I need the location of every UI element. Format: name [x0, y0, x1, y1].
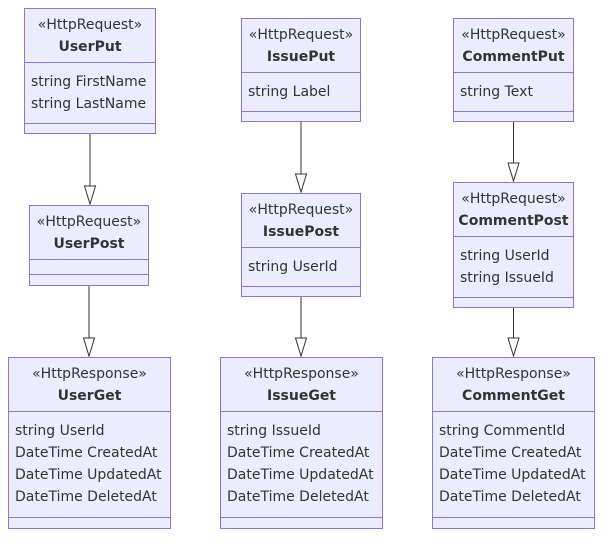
- attribute: string IssueId: [460, 270, 554, 286]
- class-box-issuepost: «HttpRequest» IssuePost string UserId: [241, 193, 361, 297]
- class-header: «HttpRequest» CommentPut: [454, 19, 573, 73]
- class-stereotype: «HttpRequest»: [461, 191, 566, 207]
- class-box-issueget: «HttpResponse» IssueGet string IssueId D…: [220, 357, 383, 529]
- class-header: «HttpResponse» CommentGet: [433, 358, 594, 412]
- attribute: DateTime DeletedAt: [15, 489, 157, 505]
- class-stereotype: «HttpRequest»: [37, 17, 143, 33]
- class-attributes: string Label: [242, 73, 360, 112]
- class-stereotype: «HttpRequest»: [248, 202, 354, 218]
- class-header: «HttpRequest» UserPost: [30, 206, 148, 260]
- class-attributes: string UserId DateTime CreatedAt DateTim…: [9, 412, 170, 518]
- inheritance-arrowhead: [294, 337, 308, 358]
- class-attributes: string UserId string IssueId: [454, 237, 573, 298]
- class-stereotype: «HttpResponse»: [456, 366, 571, 382]
- attribute: string LastName: [31, 96, 147, 112]
- class-attributes: string IssueId DateTime CreatedAt DateTi…: [221, 412, 382, 518]
- inheritance-arrowhead: [507, 337, 520, 358]
- class-box-userput: «HttpRequest» UserPut string FirstName s…: [24, 8, 156, 134]
- class-stereotype: «HttpResponse»: [32, 366, 147, 382]
- attribute: string FirstName: [31, 74, 147, 90]
- attribute: DateTime CreatedAt: [15, 445, 158, 461]
- inheritance-arrowhead: [294, 173, 308, 194]
- class-header: «HttpRequest» CommentPost: [454, 183, 573, 237]
- class-attributes: string FirstName string LastName: [25, 63, 155, 124]
- class-box-commentget: «HttpResponse» CommentGet string Comment…: [432, 357, 595, 529]
- inheritance-arrowhead: [507, 162, 520, 183]
- attribute: string UserId: [460, 248, 550, 264]
- inheritance-arrowhead: [82, 337, 96, 358]
- class-header: «HttpRequest» UserPut: [25, 9, 155, 63]
- class-stereotype: «HttpRequest»: [248, 27, 354, 43]
- attribute: string UserId: [248, 259, 338, 275]
- class-attributes: string CommentId DateTime CreatedAt Date…: [433, 412, 594, 518]
- class-box-userpost: «HttpRequest» UserPost: [29, 205, 149, 286]
- attribute: DateTime UpdatedAt: [439, 467, 586, 483]
- attribute: string CommentId: [439, 423, 566, 439]
- class-header: «HttpResponse» IssueGet: [221, 358, 382, 412]
- class-header: «HttpResponse» UserGet: [9, 358, 170, 412]
- attribute: DateTime CreatedAt: [227, 445, 370, 461]
- class-stereotype: «HttpResponse»: [244, 366, 359, 382]
- class-box-commentpost: «HttpRequest» CommentPost string UserId …: [453, 182, 574, 308]
- class-name: IssueGet: [266, 388, 336, 404]
- class-header: «HttpRequest» IssuePut: [242, 19, 360, 73]
- attribute: string IssueId: [227, 423, 321, 439]
- class-name: UserGet: [57, 388, 122, 404]
- inheritance-arrowhead: [83, 185, 97, 206]
- attribute: DateTime DeletedAt: [439, 489, 581, 505]
- attribute: string Text: [460, 84, 533, 100]
- attribute: string UserId: [15, 423, 105, 439]
- class-attributes: [30, 260, 148, 275]
- attribute: DateTime UpdatedAt: [227, 467, 374, 483]
- class-box-issueput: «HttpRequest» IssuePut string Label: [241, 18, 361, 122]
- class-name: CommentPost: [458, 213, 569, 229]
- class-stereotype: «HttpRequest»: [36, 214, 142, 230]
- class-name: CommentPut: [462, 49, 565, 65]
- class-box-userget: «HttpResponse» UserGet string UserId Dat…: [8, 357, 171, 529]
- class-name: UserPost: [53, 236, 125, 252]
- class-attributes: string UserId: [242, 248, 360, 287]
- class-box-commentput: «HttpRequest» CommentPut string Text: [453, 18, 574, 122]
- class-header: «HttpRequest» IssuePost: [242, 194, 360, 248]
- class-name: UserPut: [58, 39, 122, 55]
- class-stereotype: «HttpRequest»: [461, 27, 566, 43]
- class-name: CommentGet: [462, 388, 565, 404]
- class-attributes: string Text: [454, 73, 573, 112]
- attribute: string Label: [248, 84, 331, 100]
- attribute: DateTime DeletedAt: [227, 489, 369, 505]
- attribute: DateTime CreatedAt: [439, 445, 582, 461]
- class-name: IssuePut: [266, 49, 336, 65]
- attribute: DateTime UpdatedAt: [15, 467, 162, 483]
- class-name: IssuePost: [262, 224, 340, 240]
